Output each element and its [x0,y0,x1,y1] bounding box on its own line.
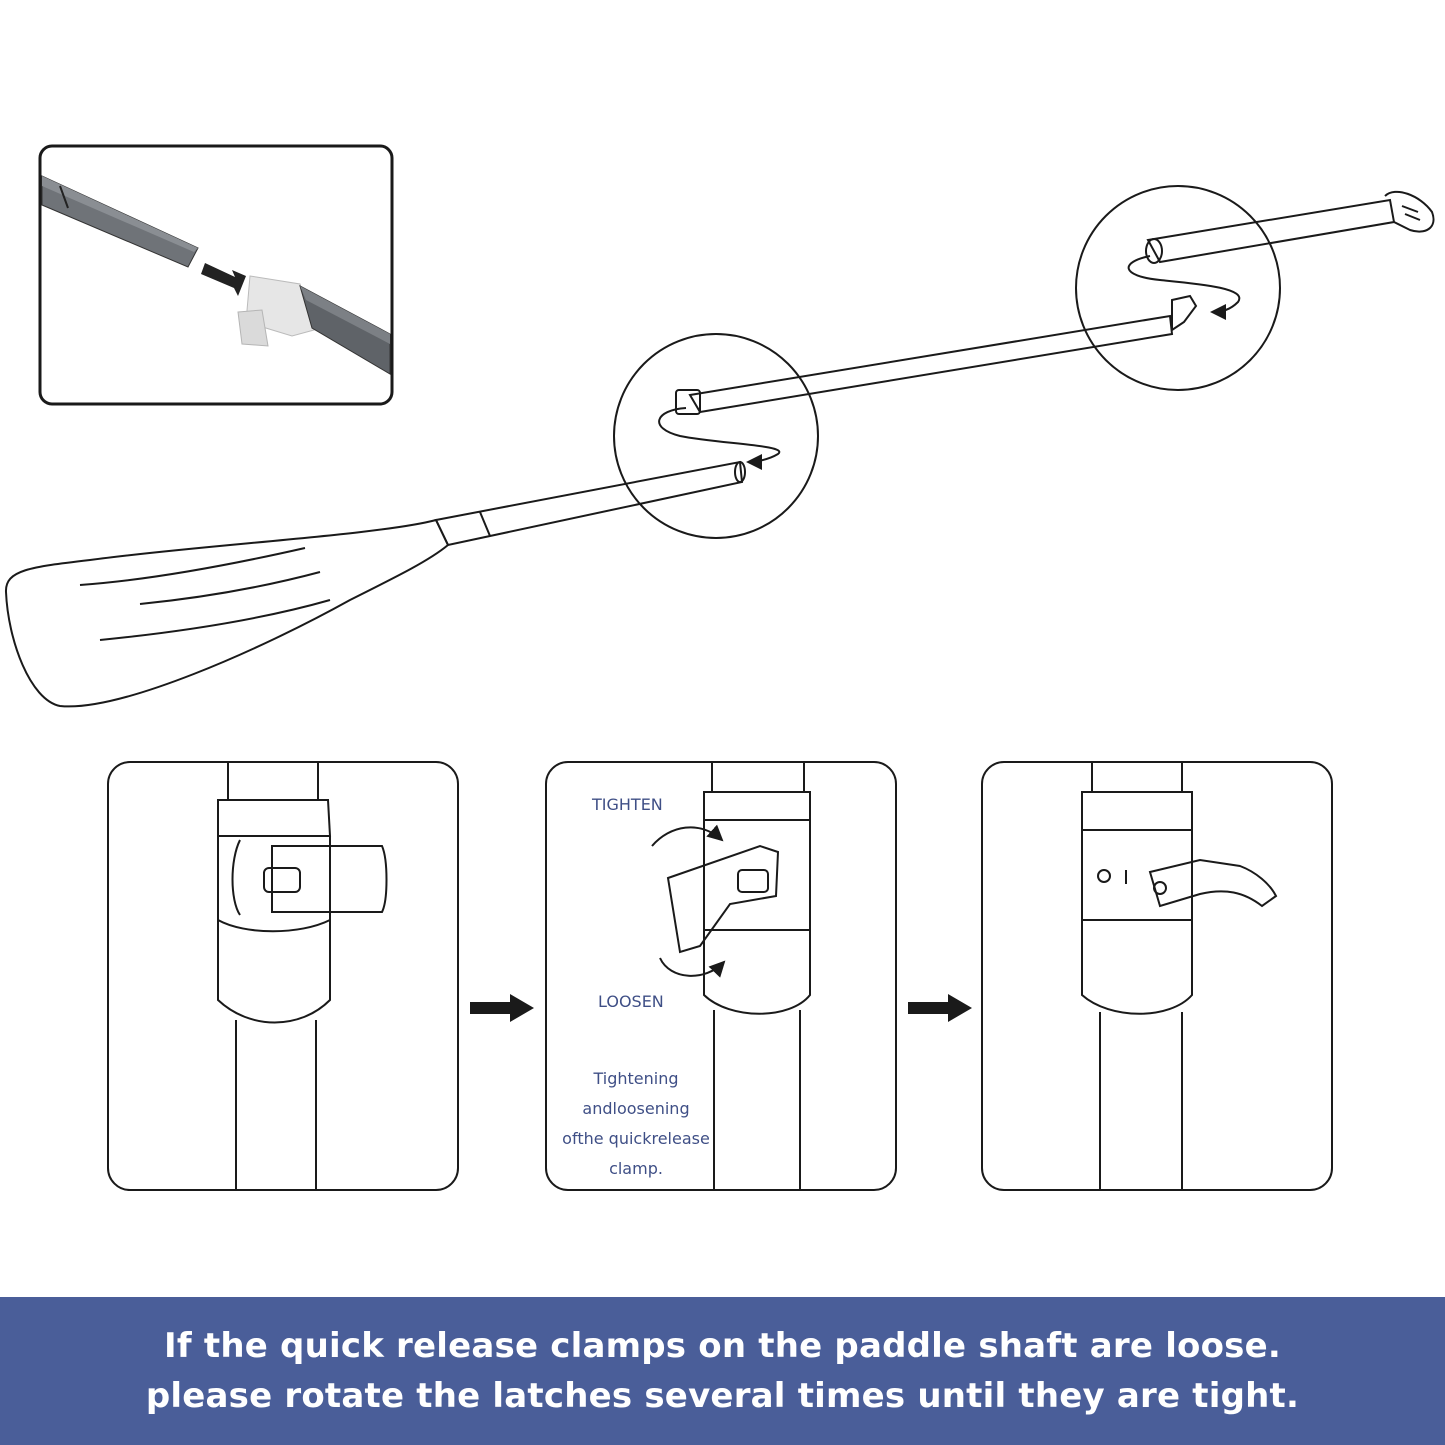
tighten-arrow-icon [651,824,724,847]
loosen-arrow-icon [659,957,726,978]
clamp-note-line: clamp. [609,1159,663,1178]
right-arrow-icon [470,994,534,1022]
step-panel-2 [545,761,897,1191]
inset-photo [38,144,394,406]
inset-clamp [237,275,315,347]
instruction-banner: If the quick release clamps on the paddl… [0,1297,1445,1445]
clamp-lever-icon [231,839,388,916]
right-arrow-icon [908,994,972,1022]
step-panel-3 [981,761,1333,1191]
tighten-label: TIGHTEN [592,795,663,814]
upper-shaft [1146,198,1396,264]
clamp-note-line: Tightening [593,1069,679,1088]
clamp-lever-icon [666,844,780,954]
clamp-note-line: ofthe quickrelease [562,1129,710,1148]
middle-shaft [688,314,1174,414]
step-panel-1 [107,761,459,1191]
inset-lower-shaft [299,285,391,375]
inset-upper-shaft [41,175,199,268]
detail-circle-icon [613,333,819,539]
paddle-diagram [4,185,1435,708]
clamp-note: Tightening andloosening ofthe quickrelea… [546,1064,726,1184]
paddle-blade-icon [4,518,450,708]
t-grip [1384,190,1435,233]
curved-arrow-icon [658,407,781,470]
banner-line-1: If the quick release clamps on the paddl… [164,1326,1281,1366]
inset-arrow-icon [201,263,246,296]
detail-circle-icon [1075,185,1281,391]
curved-arrow-icon [1127,255,1241,320]
loosen-label: LOOSEN [598,992,664,1011]
clamp-note-line: andloosening [582,1099,690,1118]
clamp-lever-icon [1097,858,1278,908]
lower-shaft [434,460,744,547]
banner-line-2: please rotate the latches several times … [145,1376,1300,1416]
